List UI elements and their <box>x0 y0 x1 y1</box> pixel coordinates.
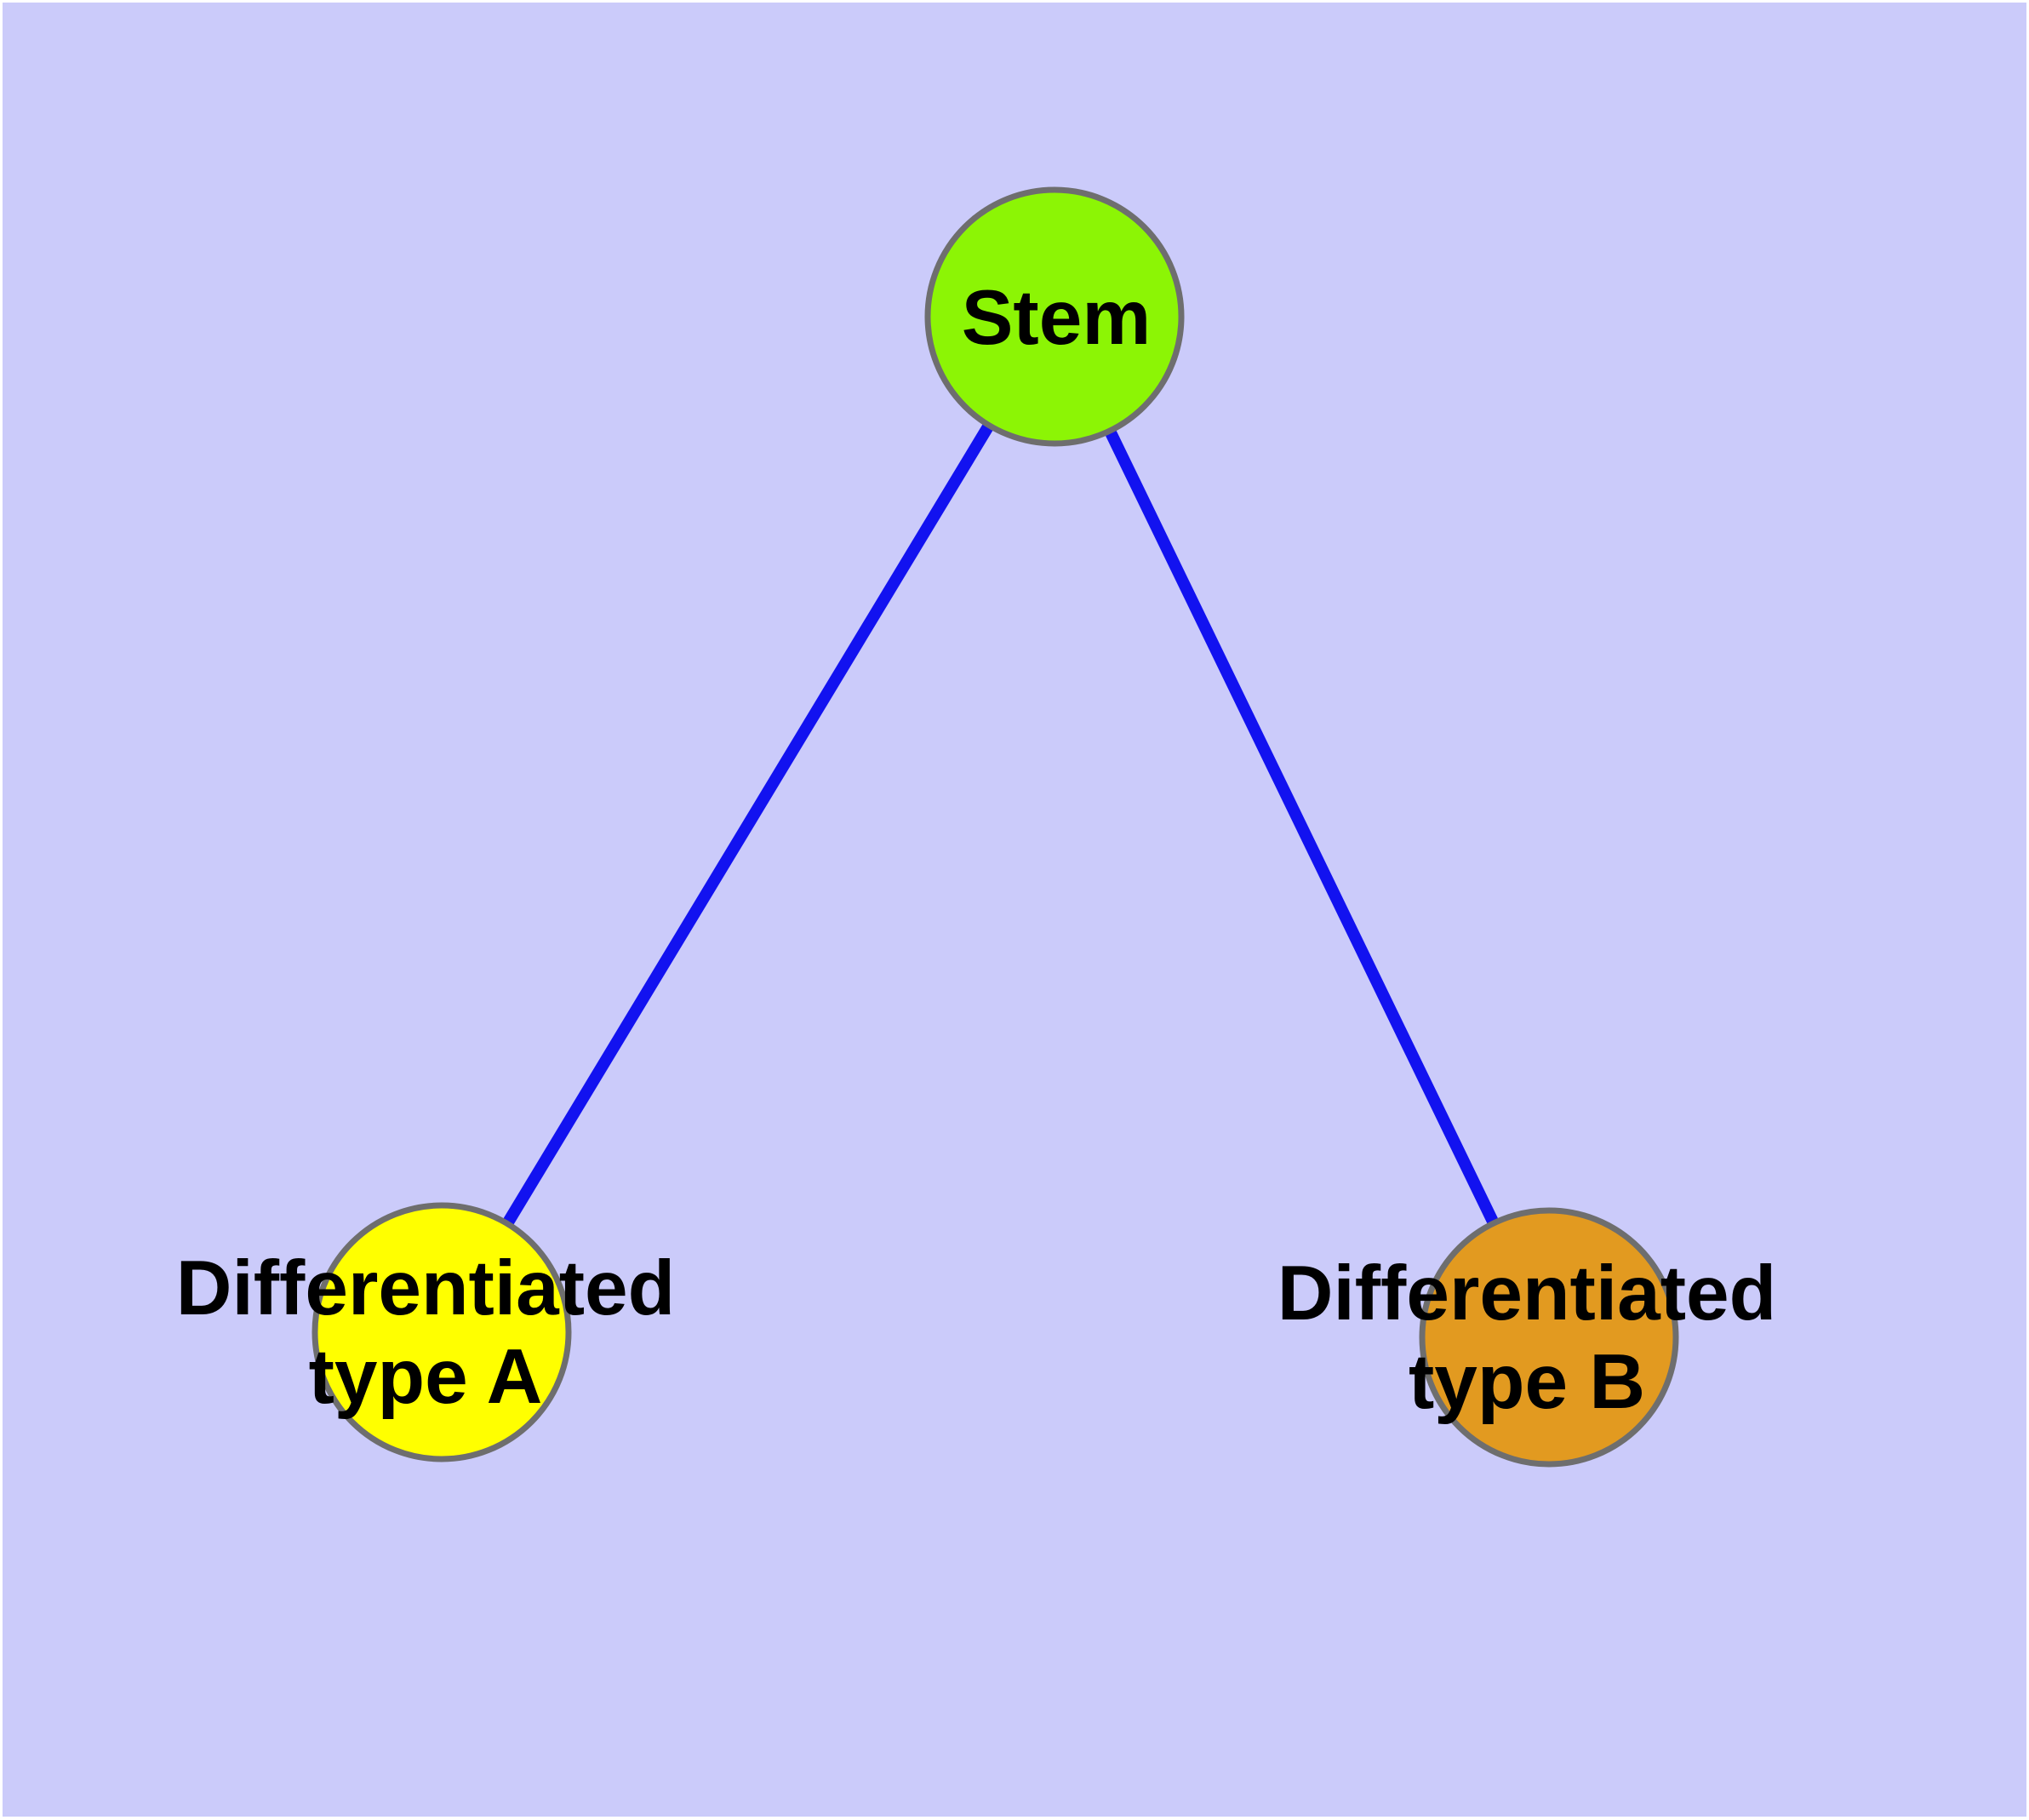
node-label-stem: Stem <box>961 275 1152 361</box>
node-label-differentiated-type-b: Differentiated type B <box>1277 1251 1777 1425</box>
node-label-differentiated-type-a: Differentiated type A <box>175 1245 676 1420</box>
edge-stem-to-type-b <box>1049 313 1555 1341</box>
node-circle-differentiated-type-a <box>311 1202 572 1462</box>
node-circle-stem <box>924 186 1185 447</box>
node-circle-differentiated-type-b <box>1419 1207 1679 1468</box>
edge-stem-to-type-a <box>437 313 1060 1336</box>
